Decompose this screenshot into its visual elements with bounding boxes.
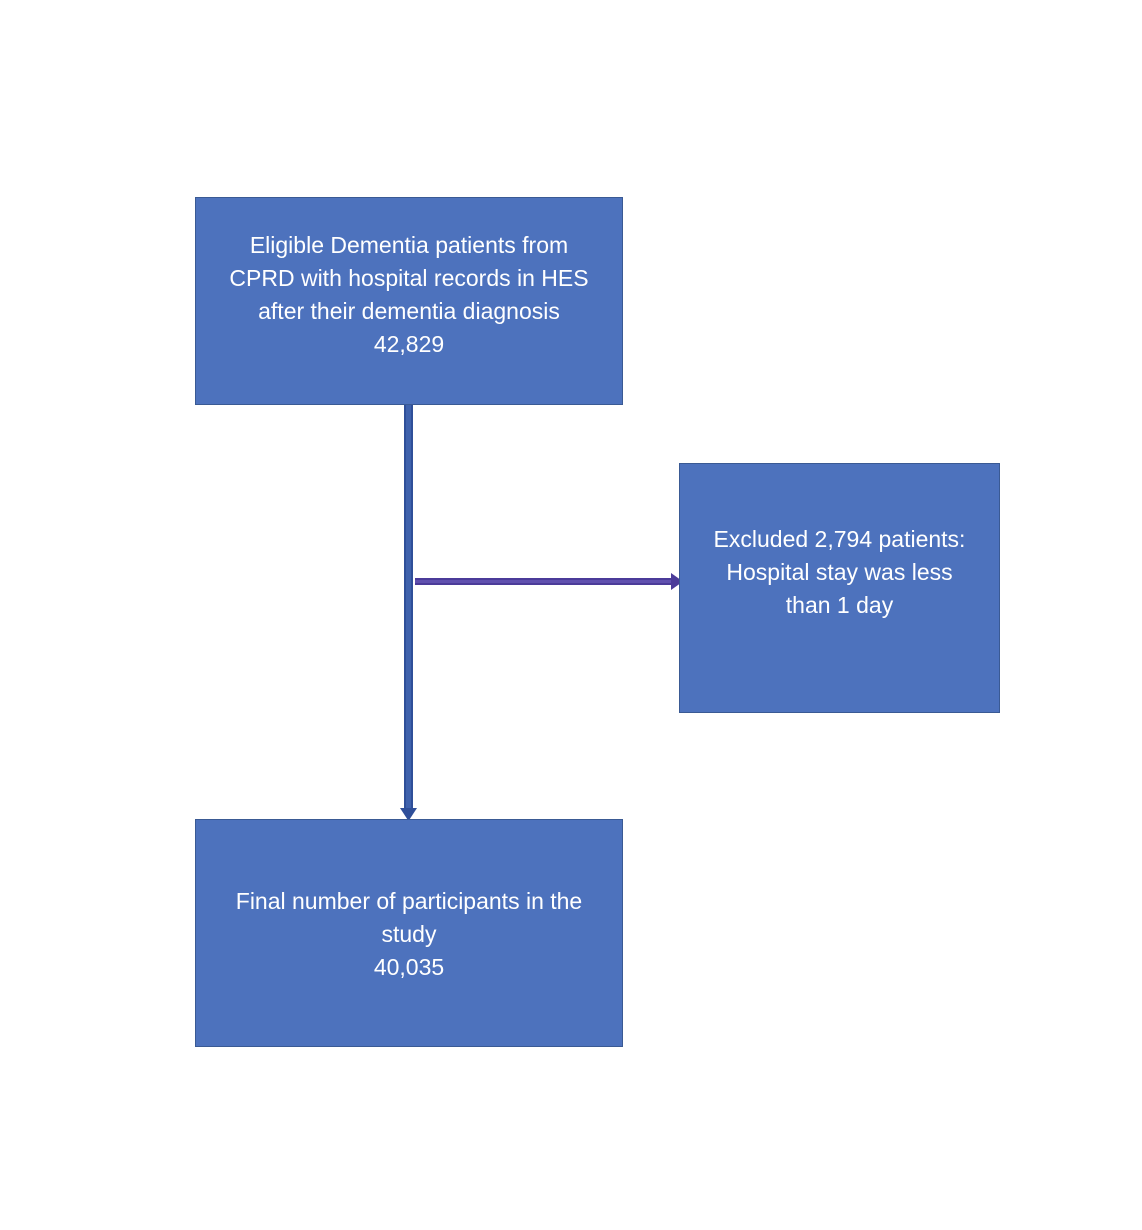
excluded-line-2: Hospital stay was less <box>726 559 953 585</box>
eligible-line-3: after their dementia diagnosis <box>258 298 560 324</box>
branch-arrow-shaft <box>415 578 672 585</box>
excluded-patients-box: Excluded 2,794 patients: Hospital stay w… <box>679 463 1000 713</box>
arrow-eligible-to-final <box>400 404 417 821</box>
branch-arrow-highlight <box>415 580 672 583</box>
final-count: 40,035 <box>373 954 445 980</box>
eligible-line-2: CPRD with hospital records in HES <box>229 265 589 291</box>
final-line-1: Final number of participants in the <box>235 888 583 914</box>
eligible-patients-box: Eligible Dementia patients from CPRD wit… <box>195 197 623 405</box>
final-line-2: study <box>381 921 437 947</box>
excluded-line-1: Excluded 2,794 patients: <box>713 526 966 552</box>
eligible-count: 42,829 <box>373 331 445 357</box>
vertical-arrow-highlight <box>406 404 411 810</box>
eligible-line-1: Eligible Dementia patients from <box>249 232 569 258</box>
excluded-line-3: than 1 day <box>785 592 894 618</box>
vertical-arrow-shaft <box>404 404 413 810</box>
arrow-branch-to-excluded <box>415 573 683 590</box>
final-participants-box: Final number of participants in the stud… <box>195 819 623 1047</box>
